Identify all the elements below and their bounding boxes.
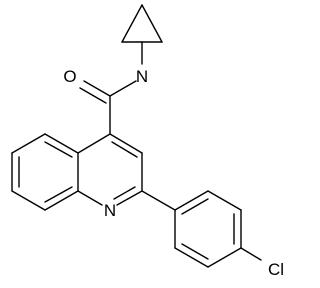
c7-c8-bond [11,190,46,211]
aryl-bond-5 [174,247,209,268]
c5-c6-bond [11,133,46,154]
c8-c8a-bond [44,190,79,211]
n-carbonyl-bond [109,80,137,97]
structure-svg: O N N Cl [11,4,284,279]
cyclopropyl-bond-2 [121,4,143,43]
c4-c3-bond [109,133,143,154]
c8-c8a-inner-bond [44,186,73,203]
c2-n1-bond [116,190,143,206]
aryl-bond-1-inner [181,198,209,215]
aryl-bond-4 [207,247,242,268]
aryl-cl-bond [240,247,262,261]
c4a-c5-bond [44,133,79,154]
aryl-bond-5-inner [181,243,209,260]
cyclopropyl-bond-3 [141,4,163,43]
c4-c3-inner-bond [111,141,138,158]
chlorine-label: Cl [268,260,284,279]
structure-canvas: O N N Cl [11,4,284,279]
carbonyl-double-bond-a [83,80,111,97]
carbonyl-double-bond-b [79,87,107,104]
aryl-bond-1 [174,190,209,211]
c2-n1-inner-bond [113,186,136,200]
ring-nitrogen-label: N [104,201,116,220]
c2-aryl-bond [141,190,176,211]
c4a-c5-inner-bond [44,141,73,158]
n1-c8a-bond [77,190,103,206]
oxygen-label: O [63,67,76,86]
aryl-bond-2 [207,190,242,211]
amide-nitrogen-label: N [136,67,148,86]
c4a-c4-bond [77,133,111,154]
